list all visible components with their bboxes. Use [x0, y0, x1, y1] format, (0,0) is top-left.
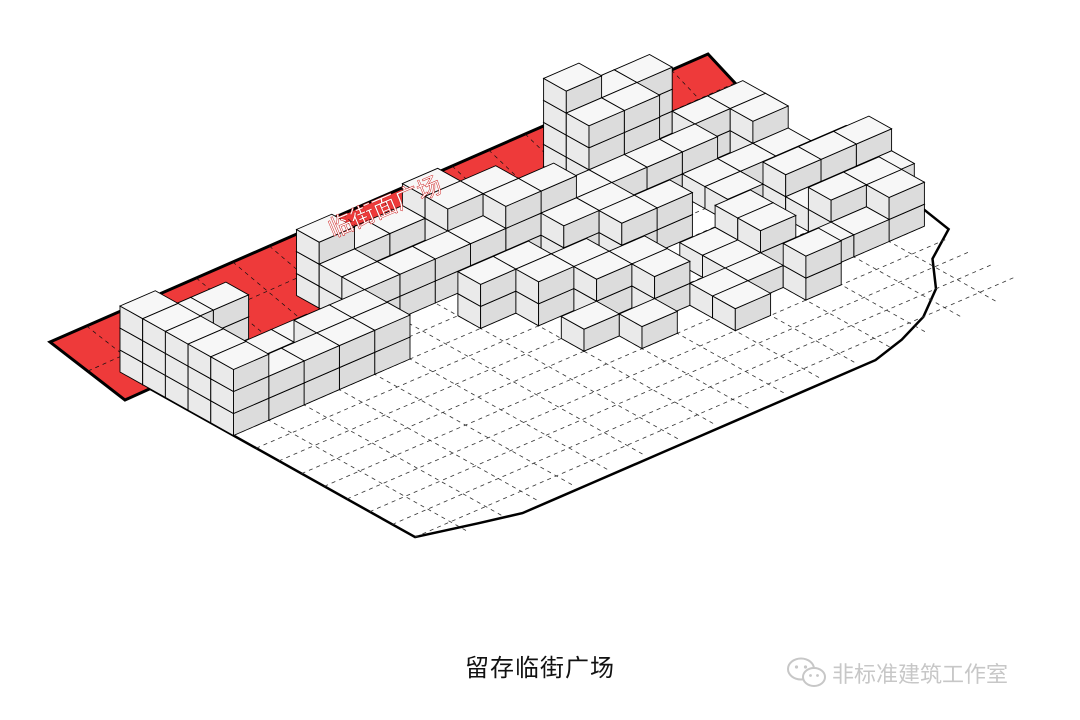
watermark-text: 非标准建筑工作室 — [832, 663, 1009, 688]
building-block — [514, 253, 575, 327]
building-block — [630, 248, 691, 322]
building-block — [782, 227, 843, 301]
building-block — [560, 300, 621, 352]
building-block — [456, 255, 517, 330]
wechat-icon — [787, 657, 826, 687]
building-block — [618, 298, 679, 350]
diagram-caption: 留存临街广场 — [465, 654, 615, 682]
building-blocks — [118, 53, 926, 437]
building-block — [209, 340, 270, 437]
building-block — [711, 280, 772, 332]
watermark: 非标准建筑工作室 — [786, 656, 1008, 690]
